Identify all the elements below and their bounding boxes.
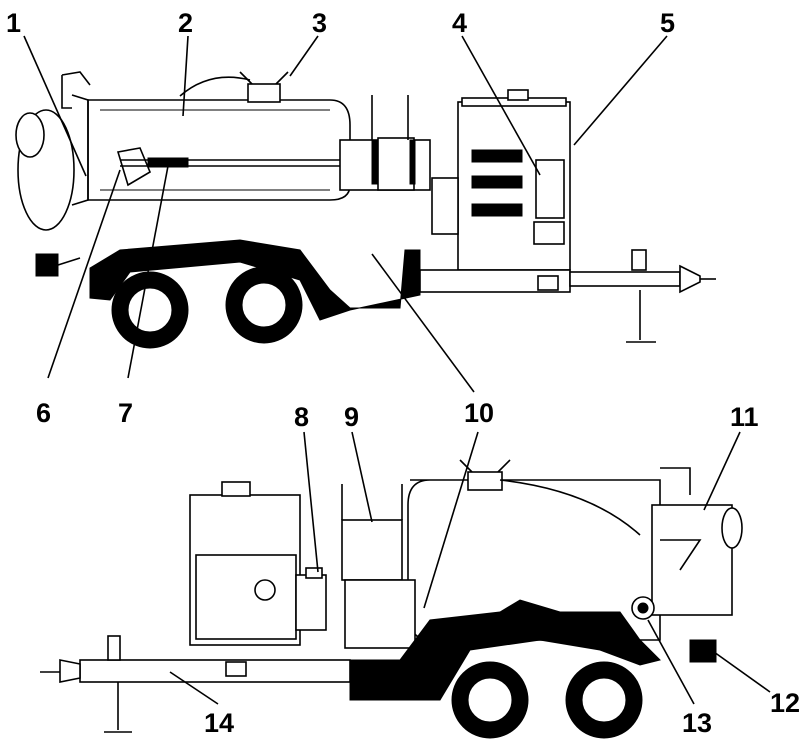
bottom-view-trailer: [40, 431, 771, 739]
leader-lines-bottom: [169, 431, 771, 705]
wheel-front-bottom: [451, 661, 529, 739]
top-view-trailer: [15, 35, 716, 393]
callout-1: 1: [6, 8, 21, 38]
callout-14: 14: [204, 708, 234, 738]
hose-reel-bottom: [341, 484, 416, 649]
callout-12: 12: [770, 688, 800, 718]
callout-3: 3: [312, 8, 327, 38]
callout-4: 4: [452, 8, 467, 38]
wheel-rear-bottom: [565, 661, 643, 739]
chassis-bottom: [40, 599, 661, 733]
callout-13: 13: [682, 708, 712, 738]
callout-9: 9: [344, 402, 359, 432]
chassis-top: [89, 239, 716, 343]
wheel-rear-top: [225, 266, 303, 344]
callout-11: 11: [730, 402, 759, 432]
wheel-front-top: [111, 271, 189, 349]
inlet-valve-top: [35, 253, 81, 277]
callout-10: 10: [464, 398, 494, 428]
tank-hatch-top: [61, 71, 289, 109]
callout-6: 6: [36, 398, 51, 428]
callout-labels: 1 2 3 4 5 6 7 8 9 10 11 12 13 14: [6, 8, 800, 738]
leader-lines-top: [23, 35, 668, 393]
callout-7: 7: [118, 398, 133, 428]
engine-enclosure-bottom: [189, 481, 327, 646]
callout-8: 8: [294, 402, 309, 432]
callout-5: 5: [660, 8, 675, 38]
debris-tank-top: [15, 94, 351, 231]
hose-reel-top: [339, 95, 431, 191]
engine-enclosure-top: [431, 89, 571, 271]
gauge-bottom: [631, 596, 655, 620]
wand-rack-top: [116, 147, 360, 187]
cyclone-separator-bottom: [651, 504, 743, 663]
callout-2: 2: [178, 8, 193, 38]
